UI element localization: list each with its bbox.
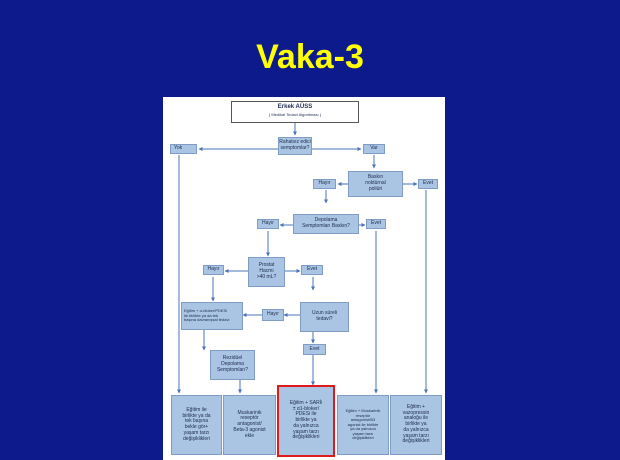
outcome-education-antimuscarinic: Eğitim + Muskarinik reseptör antagonist/… xyxy=(337,395,389,455)
algorithm-header: Erkek AÜSS { Medikal Tedavi Algoritması … xyxy=(231,101,359,123)
connector-lines xyxy=(177,123,428,394)
node-no: Yok xyxy=(170,144,197,154)
node-residual-storage: Rezidüel Depolama Semptomları? xyxy=(210,350,255,380)
header-title: Erkek AÜSS xyxy=(277,104,313,110)
flowchart-canvas: Erkek AÜSS { Medikal Tedavi Algoritması … xyxy=(163,97,445,460)
node-no-3: Hayır xyxy=(203,265,224,275)
header-subtitle: { Medikal Tedavi Algoritması } xyxy=(268,112,322,117)
node-storage-symptoms: Depolama Semptomları Baskın? xyxy=(293,214,359,234)
outcome-antimuscarinic: Muskarinik reseptör antagonist/ Beta-3 a… xyxy=(223,395,276,455)
node-nocturnal-polyuria: Baskın noktürnal poliüri xyxy=(348,171,403,197)
node-yes-3: Evet xyxy=(301,265,323,275)
outcome-vasopressin: Eğitim + vazopressin analoğu ile birlikt… xyxy=(390,395,442,455)
node-bothersome-symptoms: Rahatsız edici semptomlar? xyxy=(278,137,312,155)
outcome-watchful-waiting: Eğitim ile birlikte ya da tek başına bek… xyxy=(171,395,222,455)
node-no-4: Hayır xyxy=(262,309,284,321)
node-long-term-therapy: Uzun süreli tedavi? xyxy=(300,302,349,332)
node-no-2: Hayır xyxy=(257,219,279,229)
node-yes: Var xyxy=(363,144,385,154)
node-no-1: Hayır xyxy=(313,179,336,189)
node-prostate-volume: Prostat Hacmi >40 mL? xyxy=(248,257,285,287)
node-education-alpha-blocker: Eğitim + α-bloker/PDESi ile birlikte ya … xyxy=(181,302,243,330)
node-yes-2: Evet xyxy=(366,219,386,229)
slide-title: Vaka-3 xyxy=(256,38,364,76)
node-yes-1: Evet xyxy=(418,179,438,189)
node-yes-4: Evet xyxy=(303,344,326,355)
outcome-5ari-highlighted: Eğitim + SARİi ± α1-bloker/ PDESi ile bi… xyxy=(277,385,335,457)
